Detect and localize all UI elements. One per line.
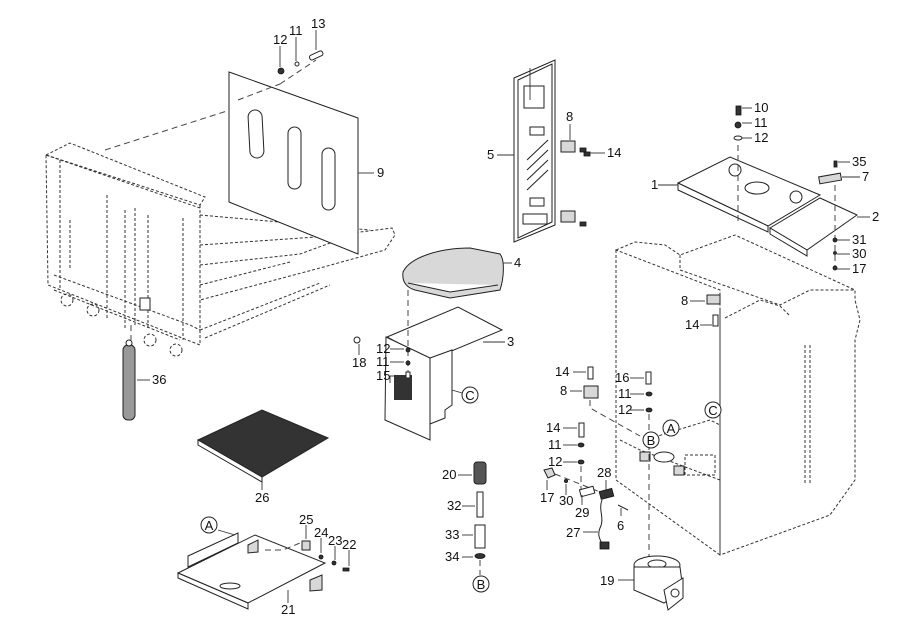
spring-part-36 xyxy=(122,339,136,421)
callout-4: 4 xyxy=(514,255,521,270)
callout-15: 15 xyxy=(376,368,390,383)
ref-label-c-housing: C xyxy=(708,403,717,418)
callout-19: 19 xyxy=(600,573,614,588)
callout-11: 11 xyxy=(618,386,632,401)
chassis-frame-dashed xyxy=(44,109,396,357)
callout-11: 11 xyxy=(289,23,303,38)
callout-27: 27 xyxy=(566,525,580,540)
console-housing-part-15 xyxy=(384,336,453,441)
callout-8: 8 xyxy=(560,383,567,398)
callout-14: 14 xyxy=(555,364,569,379)
back-panel-part-9 xyxy=(228,59,359,255)
ref-circle-b-housing xyxy=(642,431,660,449)
callout-36: 36 xyxy=(152,372,166,387)
callout-23: 23 xyxy=(328,533,342,548)
ref-circle-a-footplate xyxy=(200,516,218,534)
callout-10: 10 xyxy=(754,100,768,115)
footplate-part-21 xyxy=(176,532,327,610)
callout-2: 2 xyxy=(872,209,879,224)
ref-circle-b-spring xyxy=(472,575,490,593)
callout-34: 34 xyxy=(445,549,459,564)
callout-12: 12 xyxy=(618,402,632,417)
callout-14: 14 xyxy=(546,420,560,435)
ref-label-a-footplate: A xyxy=(205,518,214,533)
ref-label-c-console: C xyxy=(465,388,474,403)
callout-32: 32 xyxy=(447,498,461,513)
ref-circle-c-housing xyxy=(704,401,722,419)
block-part-8 xyxy=(706,294,721,305)
caster-part-19 xyxy=(633,555,684,611)
callout-3: 3 xyxy=(507,334,514,349)
callout-8: 8 xyxy=(566,109,573,124)
callout-14: 14 xyxy=(607,145,621,160)
callout-11: 11 xyxy=(376,354,390,369)
callout-22: 22 xyxy=(342,537,356,552)
callout-28: 28 xyxy=(597,465,611,480)
callout-21: 21 xyxy=(281,602,295,617)
callout-8: 8 xyxy=(681,293,688,308)
callout-17: 17 xyxy=(540,490,554,505)
callout-25: 25 xyxy=(299,512,313,527)
callout-33: 33 xyxy=(445,527,459,542)
callout-labels: 13 11 12 9 5 8 14 10 11 12 35 7 1 2 31 3… xyxy=(152,16,879,617)
ref-label-a-housing: A xyxy=(667,421,676,436)
ref-circle-c-console xyxy=(461,386,479,404)
callout-29: 29 xyxy=(575,505,589,520)
callout-13: 13 xyxy=(311,16,325,31)
spring-part-20 xyxy=(473,461,487,485)
callout-11: 11 xyxy=(754,115,768,130)
callout-20: 20 xyxy=(442,467,456,482)
callout-17: 17 xyxy=(852,261,866,276)
ref-label-b-housing: B xyxy=(647,433,656,448)
callout-9: 9 xyxy=(377,165,384,180)
seat-cushion-part-4 xyxy=(402,247,504,299)
callout-30: 30 xyxy=(559,493,573,508)
callout-11: 11 xyxy=(548,437,562,452)
top-cover-part-1 xyxy=(676,156,822,233)
block-part-8 xyxy=(560,140,576,153)
callout-31: 31 xyxy=(852,232,866,247)
callout-35: 35 xyxy=(852,154,866,169)
callout-18: 18 xyxy=(352,355,366,370)
callout-16: 16 xyxy=(615,370,629,385)
callout-1: 1 xyxy=(651,177,658,192)
callout-12: 12 xyxy=(273,32,287,47)
callout-26: 26 xyxy=(255,490,269,505)
callout-30: 30 xyxy=(852,246,866,261)
callout-5: 5 xyxy=(487,147,494,162)
callout-12: 12 xyxy=(376,341,390,356)
ref-label-b-spring: B xyxy=(477,577,486,592)
side-panel-part-5 xyxy=(513,59,556,243)
callout-12: 12 xyxy=(548,454,562,469)
callout-24: 24 xyxy=(314,525,328,540)
ref-circle-a-housing xyxy=(662,419,680,437)
callout-14: 14 xyxy=(685,317,699,332)
callout-6: 6 xyxy=(617,518,624,533)
callout-12: 12 xyxy=(754,130,768,145)
callout-7: 7 xyxy=(862,169,869,184)
floor-mat-part-26 xyxy=(196,409,330,483)
main-housing-dashed xyxy=(614,234,861,556)
